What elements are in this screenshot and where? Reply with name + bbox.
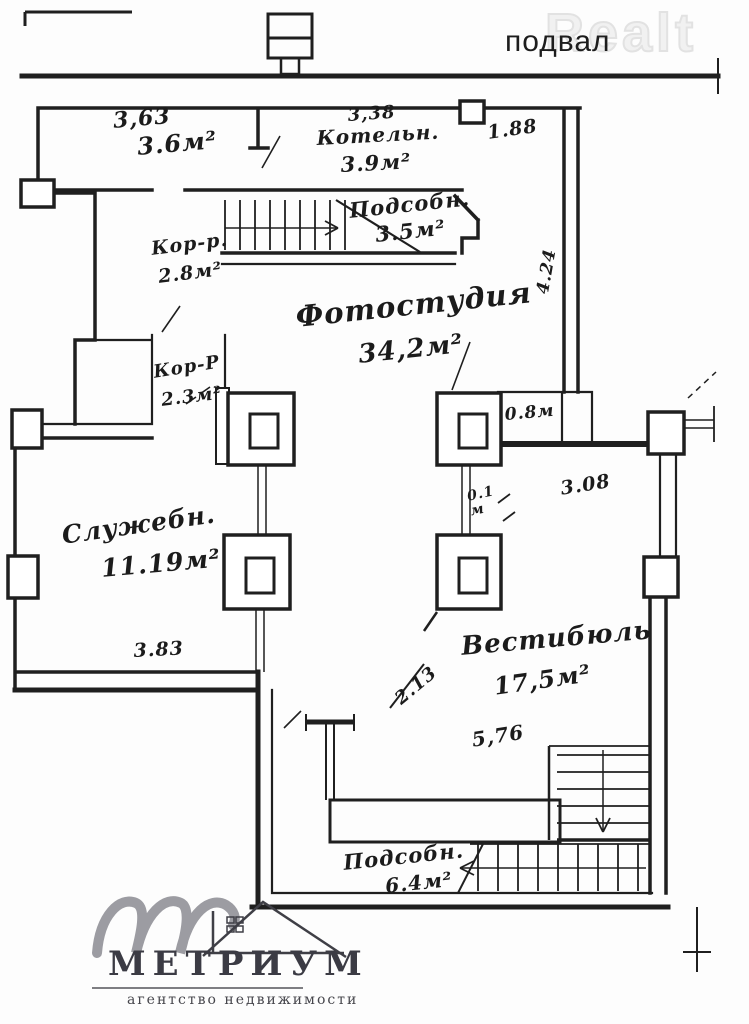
dim-0-1: 0.1 м <box>466 483 499 519</box>
logo-agency-name: МЕТРИУМ <box>108 944 369 984</box>
t-wall-stem <box>325 724 335 800</box>
door-service <box>283 710 302 729</box>
pilaster-upper-left <box>19 178 56 209</box>
door-boiler <box>261 135 281 169</box>
floor-title: подвал <box>505 25 611 58</box>
logo-house-wall <box>204 911 344 955</box>
dash-marks-col1 <box>185 386 211 405</box>
column-3-inner <box>457 412 489 450</box>
stair-arrow-right <box>324 220 339 236</box>
column-tie-lines <box>255 465 471 672</box>
column-4-tick <box>422 611 439 632</box>
stair-treads <box>224 200 346 250</box>
pier-top-right <box>458 99 486 125</box>
columns <box>215 387 503 672</box>
dim-dashed-right <box>687 371 717 399</box>
stair-run-upper <box>549 745 650 824</box>
staircase-lower <box>457 745 650 894</box>
column-2-inner <box>244 556 276 595</box>
logo-graphics <box>92 896 347 989</box>
door-vestibule <box>389 663 425 709</box>
logo-house-roof <box>202 900 347 959</box>
dimension-ticks <box>684 371 717 442</box>
door-corridor-lower <box>451 341 471 391</box>
pilasters <box>6 99 686 600</box>
chimney-box <box>266 12 314 60</box>
upper-left-line <box>23 10 132 26</box>
stair-break-line <box>335 199 421 253</box>
walls-main <box>13 106 668 895</box>
door-swings <box>161 135 516 729</box>
dim-lines-right <box>684 419 714 429</box>
staircase-upper <box>224 199 421 253</box>
stair-arrow-down <box>595 817 611 833</box>
room-boiler-area: 3.9м² <box>340 148 412 177</box>
partition-band <box>328 798 562 844</box>
walls-outer <box>12 73 721 910</box>
chimney-notch <box>279 56 301 76</box>
door-corridor-upper <box>161 305 181 333</box>
stair-arrow-left <box>459 860 475 876</box>
left-bottom-wall <box>12 669 261 910</box>
column-4-inner <box>457 556 489 595</box>
pilaster-lower-left <box>6 554 40 600</box>
pier-right-b <box>642 555 680 599</box>
logo-house-window <box>226 916 244 933</box>
column-1-inner <box>248 412 280 450</box>
vestibule-walls <box>305 714 562 844</box>
pier-right-a <box>646 410 686 456</box>
t-wall-flanges <box>305 714 355 731</box>
upper-structure <box>23 10 719 972</box>
stair-break-line-lower <box>457 841 485 894</box>
dim-3-83: 3.83 <box>133 637 185 662</box>
jamb-marks-col4 <box>497 493 516 522</box>
pilaster-mid-left <box>10 408 44 450</box>
bottom-survey-tick <box>683 907 711 972</box>
realt-watermark: Realt <box>544 2 698 64</box>
logo-m-swoosh <box>92 896 240 958</box>
logo-agency-tagline: агентство недвижимости <box>127 992 359 1008</box>
